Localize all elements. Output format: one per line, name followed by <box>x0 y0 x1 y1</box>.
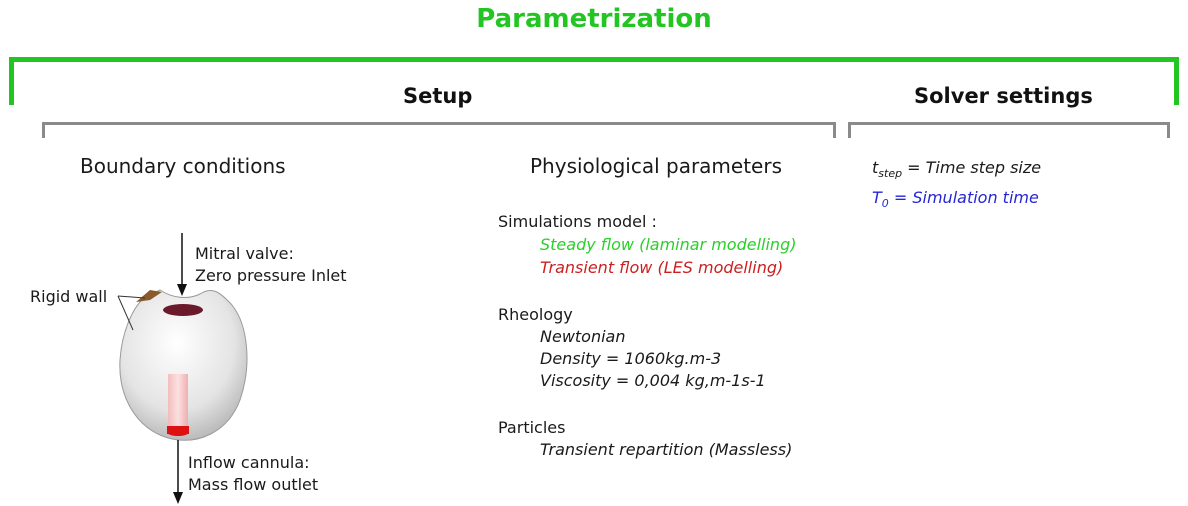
ventricle-shape <box>119 289 248 441</box>
t0-subscript: 0 <box>881 197 889 210</box>
mitral-arrowhead <box>177 284 187 296</box>
page-title: Parametrization <box>476 4 712 34</box>
rigid-wall-label: Rigid wall <box>30 287 108 306</box>
inflow-cannula-label: Inflow cannula: <box>188 453 310 472</box>
transient-flow-option: Transient flow (LES modelling) <box>540 258 784 277</box>
particles-repartition: Transient repartition (Massless) <box>540 440 793 459</box>
cannula-outlet-band <box>167 426 189 434</box>
rigid-wall-leader-side <box>117 295 134 331</box>
time-step-definition: tstep = Time step size <box>872 158 1042 180</box>
viscosity-value: Viscosity = 0,004 kg,m-1s-1 <box>540 371 766 390</box>
setup-heading: Setup <box>403 84 473 108</box>
setup-bracket <box>42 122 836 138</box>
outlet-arrowhead <box>173 492 183 504</box>
newtonian-value: Newtonian <box>540 327 626 346</box>
rheology-label: Rheology <box>498 305 573 324</box>
rigid-wall-patch <box>136 290 162 302</box>
physiological-parameters-heading: Physiological parameters <box>530 154 783 178</box>
t0-text: = Simulation time <box>888 188 1039 207</box>
tstep-text: = Time step size <box>902 158 1042 177</box>
solver-bracket <box>848 122 1170 138</box>
parametrization-bracket <box>9 57 1179 105</box>
inflow-cannula-condition: Mass flow outlet <box>188 475 319 494</box>
tstep-symbol: t <box>872 158 879 177</box>
simulation-time-definition: T0 = Simulation time <box>872 188 1039 210</box>
inflow-cannula <box>168 374 188 432</box>
t0-symbol: T <box>872 188 882 207</box>
rigid-wall-leader-top <box>117 295 146 299</box>
mitral-valve-condition: Zero pressure Inlet <box>195 266 347 285</box>
tstep-subscript: step <box>878 167 903 180</box>
mitral-valve-surface <box>163 304 203 316</box>
density-value: Density = 1060kg.m-3 <box>540 349 722 368</box>
boundary-conditions-heading: Boundary conditions <box>80 154 286 178</box>
particles-label: Particles <box>498 418 566 437</box>
mitral-valve-label: Mitral valve: <box>195 244 294 263</box>
solver-settings-heading: Solver settings <box>914 84 1093 108</box>
simulations-model-label: Simulations model : <box>498 212 657 231</box>
steady-flow-option: Steady flow (laminar modelling) <box>540 235 797 254</box>
